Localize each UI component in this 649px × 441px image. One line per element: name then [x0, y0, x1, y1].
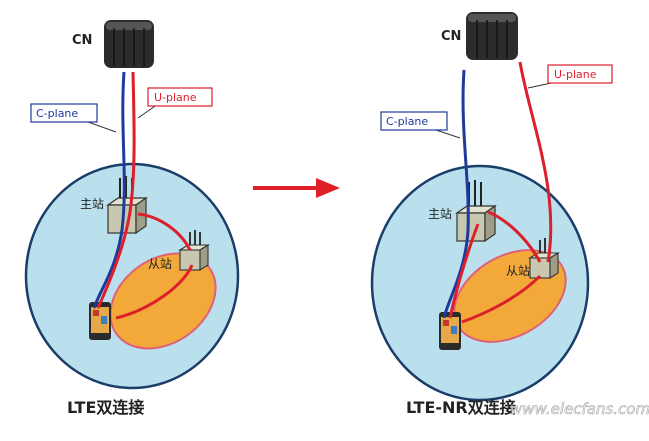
- right-u-plane-line: [518, 61, 553, 263]
- left-master-slave-link: [137, 212, 192, 251]
- left-c-plane-callout: [30, 103, 98, 123]
- right-c-plane-line: [442, 69, 470, 319]
- left-caption: LTE双连接: [67, 398, 144, 417]
- left-c-plane-line: [92, 71, 126, 309]
- left-c-plane-label: C-plane: [36, 107, 78, 120]
- left-slave-station-icon: [178, 230, 210, 271]
- right-c-plane-label: C-plane: [386, 115, 428, 128]
- left-cn-label: CN: [72, 33, 92, 48]
- left-u-plane-label: U-plane: [154, 91, 197, 104]
- right-master-label: 主站: [428, 207, 452, 221]
- right-c-plane-callout: [380, 111, 448, 131]
- right-u-plane-label: U-plane: [554, 68, 597, 81]
- left-phone-icon: [89, 302, 111, 340]
- right-slave-phone-link: [461, 274, 542, 324]
- right-phone-icon: [439, 312, 461, 350]
- right-master-u-plane-link: [448, 223, 480, 319]
- right-u-plane-callout: [547, 64, 613, 84]
- left-u-plane-line: [96, 71, 136, 309]
- right-slave-station-icon: [528, 238, 560, 279]
- right-master-slave-link: [487, 210, 542, 263]
- right-slave-label: 从站: [506, 264, 530, 278]
- left-slave-phone-link: [115, 264, 194, 320]
- right-master-station-icon: [455, 180, 497, 243]
- left-u-plane-callout: [147, 87, 213, 107]
- left-master-label: 主站: [80, 197, 104, 211]
- right-cn-server-icon: [466, 12, 518, 60]
- left-slave-label: 从站: [148, 257, 172, 271]
- left-cn-server-icon: [104, 20, 154, 68]
- right-caption: LTE-NR双连接: [406, 398, 516, 417]
- right-panel: CN 主站 从站: [370, 12, 613, 417]
- left-panel: CN 主站 从站: [24, 20, 240, 417]
- left-small-cell: [109, 252, 217, 350]
- transition-arrow: [253, 178, 340, 198]
- right-cn-label: CN: [441, 29, 461, 44]
- watermark: www.elecfans.com: [510, 400, 649, 418]
